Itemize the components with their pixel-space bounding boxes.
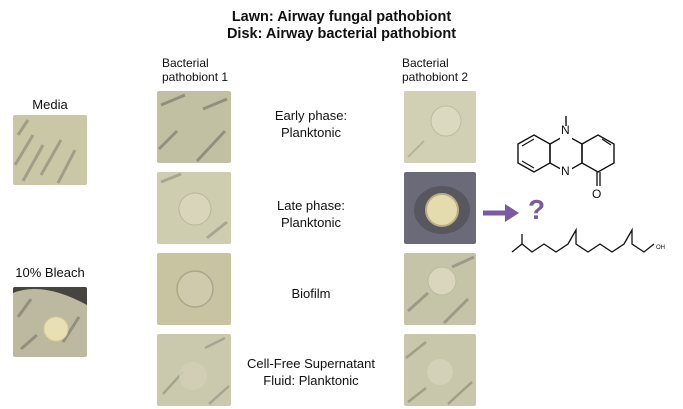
diagram-title-lawn: Lawn: Airway fungal pathobiont: [231, 9, 452, 25]
plate-p2-late-phase: [404, 172, 476, 244]
plate-p2-early-phase: [404, 91, 476, 163]
bleach-control-plate: [13, 287, 87, 357]
plate-p2-cell-free-supernatant: [404, 334, 476, 406]
farnesol-structure-diagram: [511, 227, 655, 253]
plate-p2-biofilm: [404, 253, 476, 325]
plate-p1-early-phase: [157, 91, 231, 163]
condition-label-early-phase: Early phase: Planktonic: [274, 108, 348, 140]
condition-label-cell-free-supernatant: Cell-Free Supernatant Fluid: Planktonic: [247, 356, 375, 388]
chem-label-n-bottom: N: [561, 164, 570, 178]
plate-p1-cell-free-supernatant: [157, 334, 231, 406]
bleach-label: 10% Bleach: [15, 265, 85, 280]
chem-label-n-top: N: [561, 123, 570, 137]
diagram-title-disk: Disk: Airway bacterial pathobiont: [226, 26, 457, 42]
question-mark: ?: [528, 194, 546, 225]
condition-label-late-phase: Late phase: Planktonic: [277, 198, 345, 230]
phenazine-structure-diagram: [517, 116, 615, 186]
media-label: Media: [32, 97, 68, 112]
column-header-pathobiont-1: Bacterial pathobiont 1: [162, 56, 229, 84]
media-control-plate: [13, 115, 87, 185]
plate-p1-late-phase: [157, 172, 231, 244]
chem-label-oh: OH: [656, 245, 665, 251]
arrow-right-icon: [483, 204, 519, 222]
condition-label-biofilm: Biofilm: [291, 286, 331, 301]
column-header-pathobiont-2: Bacterial pathobiont 2: [402, 56, 469, 84]
chem-label-o: O: [592, 187, 602, 201]
plate-p1-biofilm: [157, 253, 231, 325]
